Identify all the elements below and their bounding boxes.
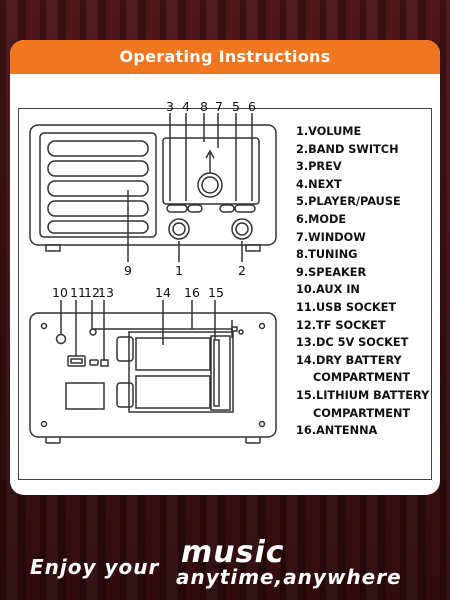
foot <box>45 244 61 252</box>
legend-item: 5.PLAYER/PAUSE <box>296 195 401 209</box>
callout-2: 2 <box>238 263 246 278</box>
callout-11: 11 <box>70 285 86 300</box>
legend-item: 7.WINDOW <box>296 230 366 244</box>
parts-legend: 1.VOLUME 2.BAND SWITCH 3.PREV 4.NEXT 5.P… <box>296 123 446 440</box>
legend-item: 10.AUX IN <box>296 283 360 297</box>
callout-12: 12 <box>84 285 100 300</box>
dc-port <box>89 328 97 336</box>
legend-item-continuation: COMPARTMENT <box>313 406 411 420</box>
slogan-line-2: anytime,anywhere <box>176 565 402 589</box>
legend-item: 1.VOLUME <box>296 125 362 138</box>
radio-front-body <box>29 124 277 246</box>
radio-back-body <box>29 312 277 438</box>
legend-item: 4.NEXT <box>296 177 342 191</box>
legend-item: 3.PREV <box>296 160 342 174</box>
aux-in-port <box>55 333 67 345</box>
legend-item: 14.DRY BATTERY <box>296 353 402 367</box>
callout-13: 13 <box>98 285 114 300</box>
volume-knob <box>168 218 190 240</box>
legend-item: 11.USB SOCKET <box>296 300 397 314</box>
instruction-card: Operating Instructions <box>10 40 440 495</box>
speaker-grille <box>39 132 157 238</box>
callout-3: 3 <box>166 99 174 114</box>
slogan-music: music <box>181 535 285 570</box>
callout-7: 7 <box>215 99 223 114</box>
legend-item: 8.TUNING <box>296 248 358 262</box>
next-button <box>187 204 203 213</box>
legend-item: 6.MODE <box>296 212 347 226</box>
legend-item: 12.TF SOCKET <box>296 318 386 332</box>
callout-4: 4 <box>182 99 190 114</box>
legend-item: 2.BAND SWITCH <box>296 142 399 156</box>
legend-item: 13.DC 5V SOCKET <box>296 336 409 350</box>
legend-item: 9.SPEAKER <box>296 265 367 279</box>
callout-9: 9 <box>124 263 132 278</box>
callout-5: 5 <box>232 99 240 114</box>
page-title: Operating Instructions <box>10 40 440 74</box>
display-window <box>162 137 260 205</box>
callout-1: 1 <box>175 263 183 278</box>
callout-16: 16 <box>184 285 200 300</box>
slogan: Enjoy your music anytime,anywhere <box>0 527 450 597</box>
tf-slot <box>89 359 99 366</box>
callout-15: 15 <box>208 285 224 300</box>
callout-8: 8 <box>200 99 208 114</box>
mode-button <box>234 204 256 213</box>
slogan-line-1: Enjoy your <box>30 555 160 579</box>
play-pause-button <box>219 204 235 213</box>
legend-item: 15.LITHIUM BATTERY <box>296 388 430 402</box>
callout-6: 6 <box>248 99 256 114</box>
foot <box>245 244 261 252</box>
battery-compartment <box>128 331 234 413</box>
callout-10: 10 <box>52 285 68 300</box>
legend-item-continuation: COMPARTMENT <box>313 371 411 385</box>
callout-14: 14 <box>155 285 171 300</box>
legend-item: 16.ANTENNA <box>296 424 378 438</box>
dc-socket <box>100 359 109 367</box>
prev-button <box>166 204 188 213</box>
label-plate <box>65 382 105 410</box>
diagram-panel <box>18 108 432 480</box>
lithium-compartment <box>210 335 231 411</box>
band-switch-knob <box>231 218 253 240</box>
